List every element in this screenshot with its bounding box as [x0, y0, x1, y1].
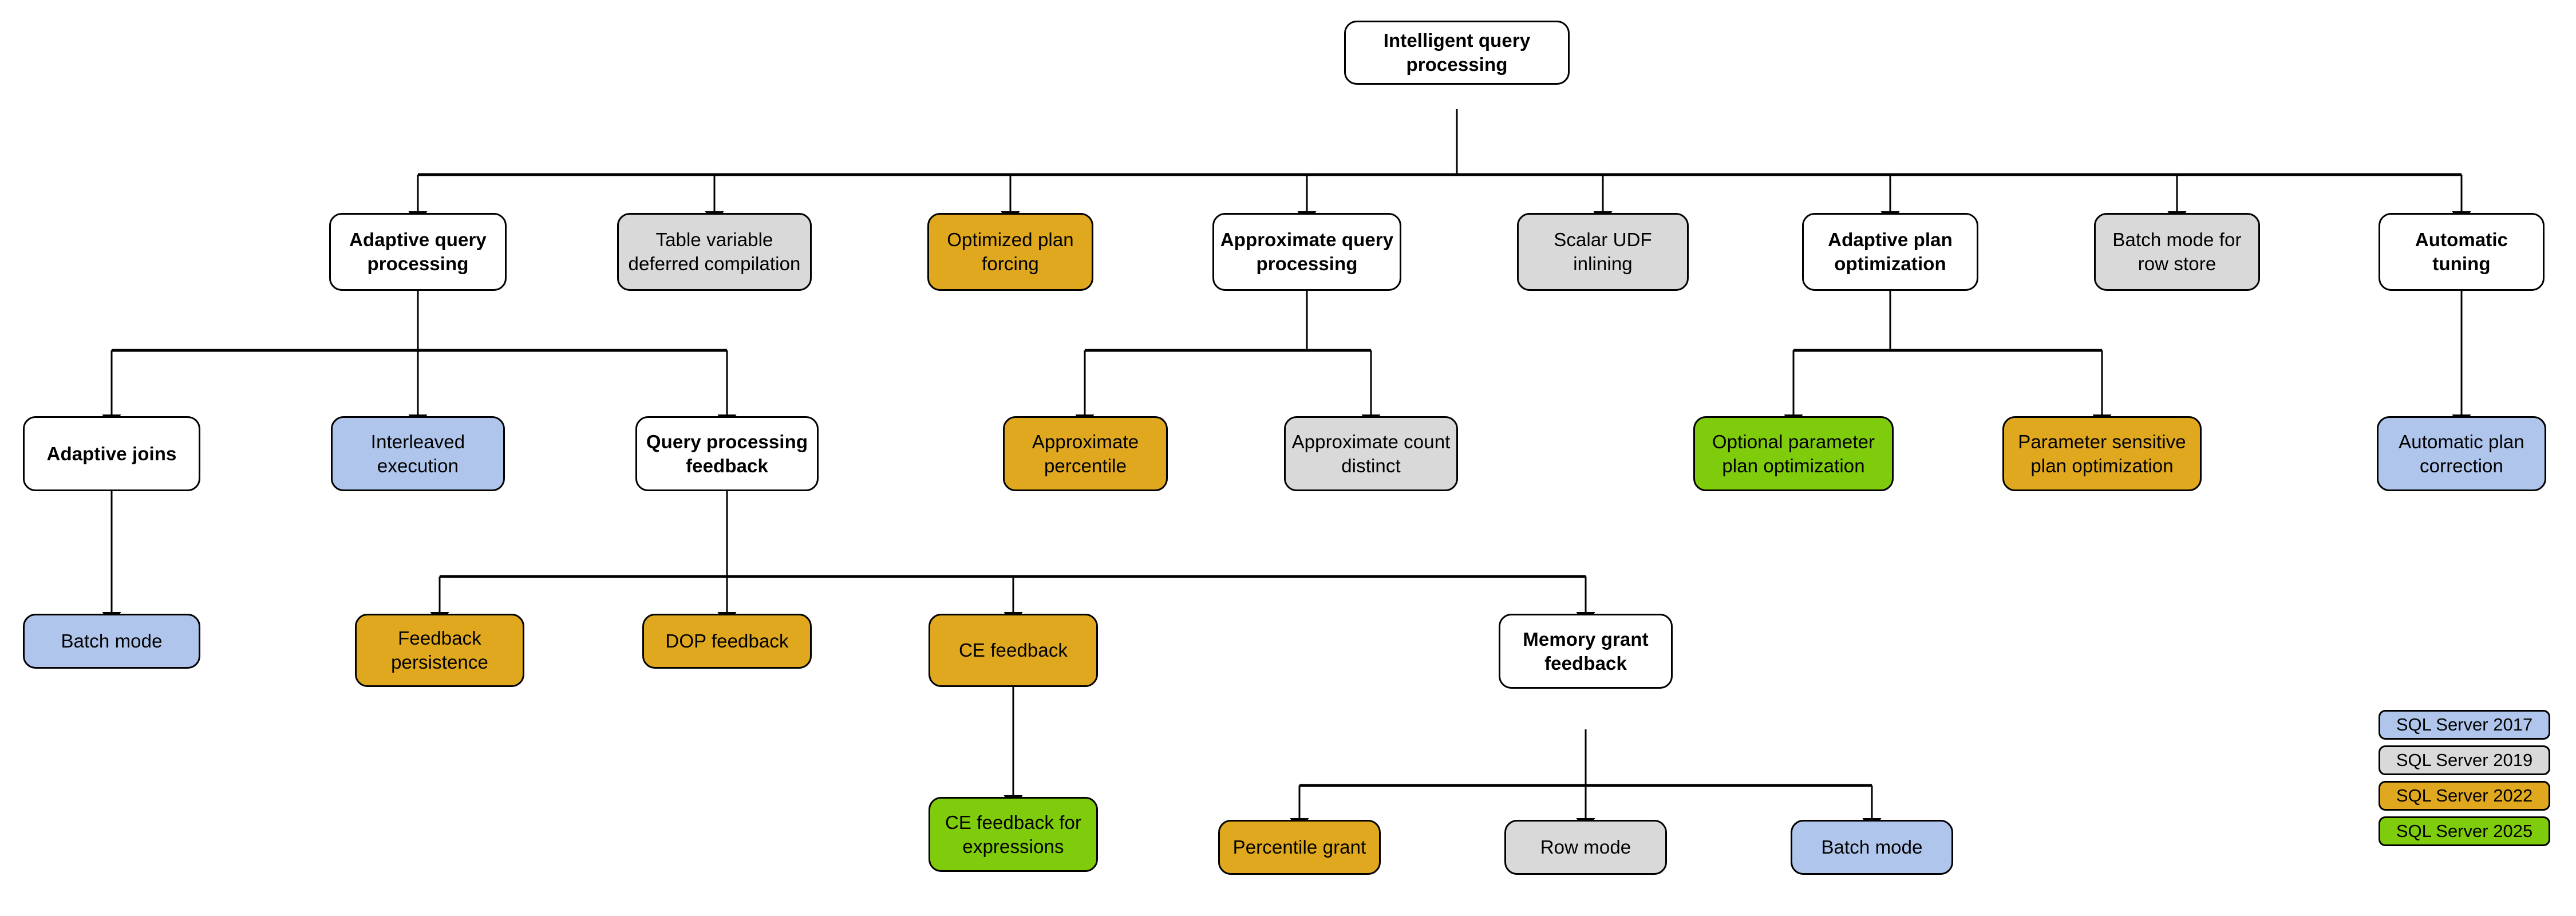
legend-item-sql-server-2019: SQL Server 2019	[2379, 745, 2550, 775]
legend-label: SQL Server 2019	[2396, 750, 2533, 770]
node-memory-grant-feedback[interactable]: Memory grant feedback	[1499, 614, 1673, 689]
node-adaptive-joins[interactable]: Adaptive joins	[23, 416, 200, 491]
legend-item-sql-server-2025: SQL Server 2025	[2379, 816, 2550, 846]
node-dop-feedback[interactable]: DOP feedback	[642, 614, 812, 669]
node-table-variable-deferred-compilation[interactable]: Table variable deferred compilation	[617, 213, 812, 291]
node-optional-parameter-plan-optimization[interactable]: Optional parameter plan optimization	[1693, 416, 1894, 491]
node-ce-feedback[interactable]: CE feedback	[929, 614, 1098, 687]
node-automatic-plan-correction[interactable]: Automatic plan correction	[2377, 416, 2546, 491]
node-adaptive-plan-optimization[interactable]: Adaptive plan optimization	[1802, 213, 1978, 291]
node-batch-mode-memory-grant[interactable]: Batch mode	[1791, 820, 1953, 875]
node-scalar-udf-inlining[interactable]: Scalar UDF inlining	[1517, 213, 1689, 291]
legend-label: SQL Server 2017	[2396, 714, 2533, 735]
node-batch-mode-for-row-store[interactable]: Batch mode for row store	[2094, 213, 2260, 291]
node-approximate-percentile[interactable]: Approximate percentile	[1003, 416, 1168, 491]
legend-label: SQL Server 2022	[2396, 785, 2533, 806]
legend-label: SQL Server 2025	[2396, 821, 2533, 841]
node-intelligent-query-processing[interactable]: Intelligent query processing	[1344, 21, 1570, 85]
node-row-mode[interactable]: Row mode	[1504, 820, 1667, 875]
node-query-processing-feedback[interactable]: Query processing feedback	[635, 416, 819, 491]
node-approximate-query-processing[interactable]: Approximate query processing	[1212, 213, 1401, 291]
legend-item-sql-server-2017: SQL Server 2017	[2379, 710, 2550, 740]
legend-item-sql-server-2022: SQL Server 2022	[2379, 781, 2550, 811]
node-ce-feedback-for-expressions[interactable]: CE feedback for expressions	[929, 797, 1098, 872]
node-interleaved-execution[interactable]: Interleaved execution	[331, 416, 505, 491]
node-automatic-tuning[interactable]: Automatic tuning	[2379, 213, 2545, 291]
node-adaptive-query-processing[interactable]: Adaptive query processing	[329, 213, 507, 291]
node-parameter-sensitive-plan-optimization[interactable]: Parameter sensitive plan optimization	[2002, 416, 2202, 491]
node-optimized-plan-forcing[interactable]: Optimized plan forcing	[927, 213, 1093, 291]
node-batch-mode-adaptive-joins[interactable]: Batch mode	[23, 614, 200, 669]
node-percentile-grant[interactable]: Percentile grant	[1218, 820, 1381, 875]
node-feedback-persistence[interactable]: Feedback persistence	[355, 614, 524, 687]
legend: SQL Server 2017 SQL Server 2019 SQL Serv…	[2379, 710, 2550, 846]
node-approximate-count-distinct[interactable]: Approximate count distinct	[1284, 416, 1458, 491]
